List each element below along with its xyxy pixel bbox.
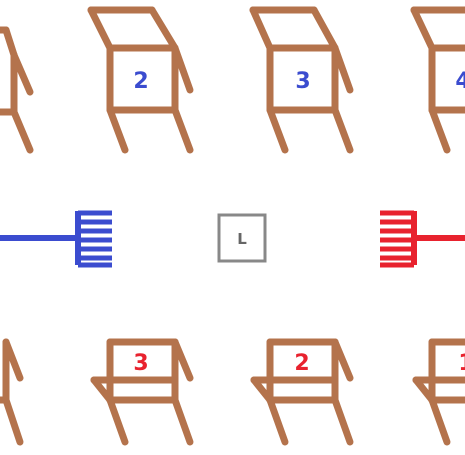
top-chair-4-number: 4 — [455, 69, 465, 94]
bottom-chair-2-number: 3 — [133, 351, 148, 376]
top-chair-1[interactable] — [0, 30, 30, 150]
top-chair-2[interactable]: 2 — [91, 10, 190, 150]
top-chair-row: 2 3 4 — [0, 10, 465, 150]
left-rake[interactable] — [0, 211, 112, 265]
center-marker-letter: L — [237, 230, 247, 248]
right-rake[interactable] — [380, 211, 465, 265]
top-chair-4[interactable]: 4 — [414, 10, 465, 150]
bottom-chair-4-number: 1 — [458, 351, 465, 376]
bottom-chair-3[interactable]: 2 — [254, 342, 350, 442]
bottom-chair-1[interactable] — [0, 342, 20, 442]
top-chair-3-number: 3 — [295, 69, 310, 94]
bottom-chair-4[interactable]: 1 — [416, 342, 465, 442]
bottom-chair-2[interactable]: 3 — [94, 342, 190, 442]
center-marker[interactable]: L — [219, 215, 265, 261]
top-chair-3[interactable]: 3 — [253, 10, 350, 150]
bottom-chair-row: 3 2 — [0, 342, 465, 442]
bottom-chair-3-number: 2 — [294, 351, 309, 376]
top-chair-2-number: 2 — [133, 69, 148, 94]
